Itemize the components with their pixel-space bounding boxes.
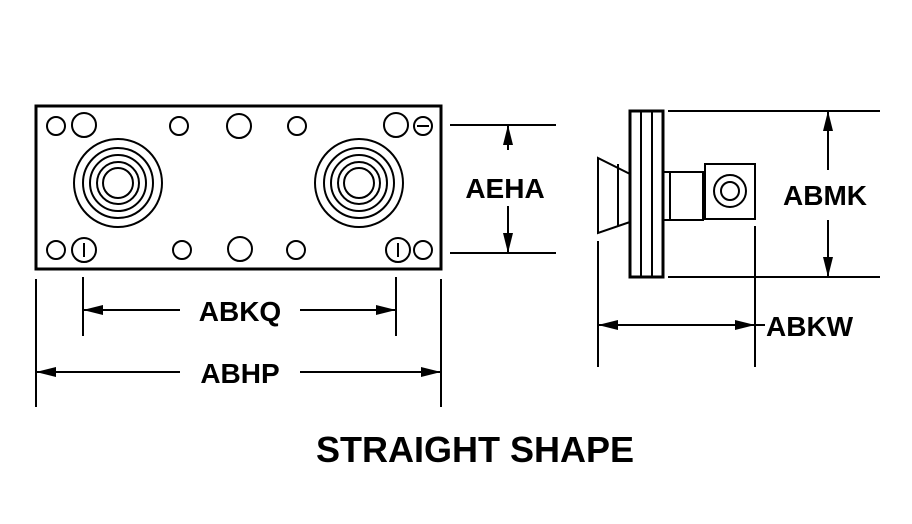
stem bbox=[662, 171, 704, 221]
dimension-label-abkq: ABKQ bbox=[199, 296, 281, 327]
mounting-hole bbox=[227, 236, 253, 262]
mounting-hole bbox=[226, 113, 252, 139]
dimension-abkw: ABKW bbox=[597, 226, 854, 367]
slotted-screw bbox=[413, 116, 433, 136]
mounting-hole bbox=[413, 240, 433, 260]
bottom-hole-row bbox=[46, 236, 433, 263]
fitting-block bbox=[704, 163, 756, 220]
left-port bbox=[73, 138, 163, 228]
mounting-hole bbox=[46, 116, 66, 136]
dimension-abkq: ABKQ bbox=[82, 277, 397, 336]
mounting-hole bbox=[71, 112, 97, 138]
dimension-aeha: AEHA bbox=[450, 124, 556, 254]
top-hole-row bbox=[46, 112, 433, 139]
mounting-hole bbox=[286, 240, 306, 260]
slotted-screw bbox=[71, 237, 97, 263]
side-view bbox=[597, 109, 756, 279]
front-plate-outline bbox=[34, 104, 443, 271]
mounting-hole bbox=[46, 240, 66, 260]
dimension-label-abhp: ABHP bbox=[200, 358, 279, 389]
dimension-abmk: ABMK bbox=[668, 110, 880, 278]
dimension-label-aeha: AEHA bbox=[465, 173, 544, 204]
front-view bbox=[34, 104, 443, 271]
mounting-hole bbox=[383, 112, 409, 138]
mounting-hole bbox=[287, 116, 307, 136]
flange-plate bbox=[628, 109, 665, 279]
drawing-caption: STRAIGHT SHAPE bbox=[316, 429, 634, 470]
dimension-label-abmk: ABMK bbox=[783, 180, 867, 211]
dimension-abhp: ABHP bbox=[35, 279, 442, 407]
mounting-hole bbox=[169, 116, 189, 136]
slotted-screw bbox=[385, 237, 411, 263]
right-port bbox=[314, 138, 404, 228]
dimension-label-abkw: ABKW bbox=[766, 311, 854, 342]
fitting-port bbox=[713, 174, 747, 208]
mounting-hole bbox=[172, 240, 192, 260]
cone-nozzle bbox=[597, 156, 631, 235]
